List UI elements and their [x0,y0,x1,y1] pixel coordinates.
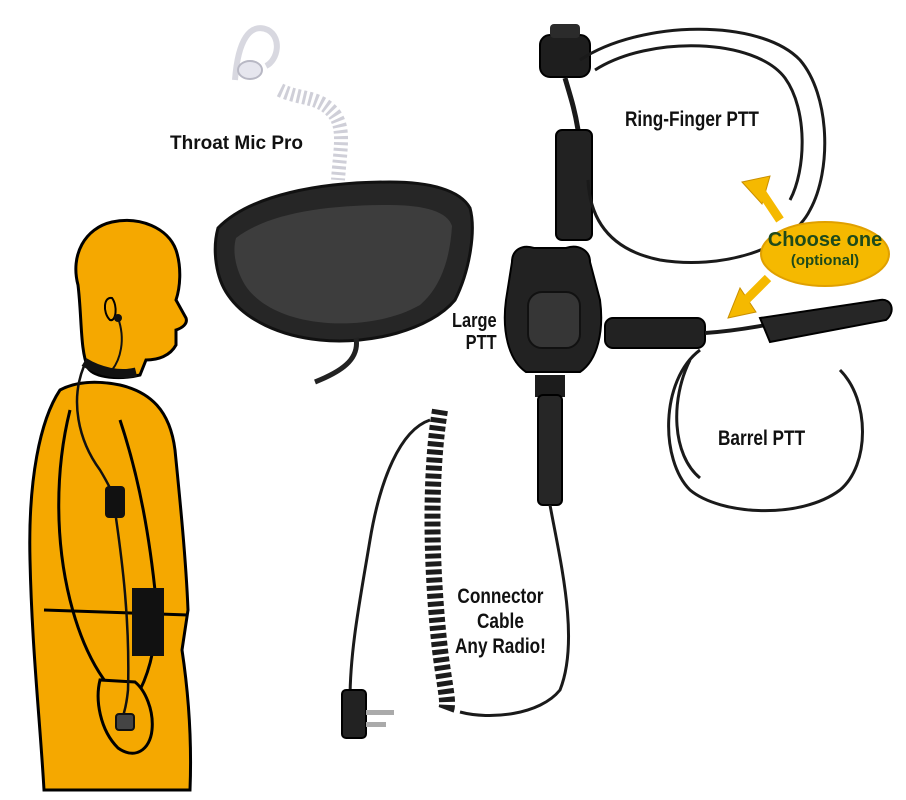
radio-icon [132,588,164,656]
throat-mic-label: Throat Mic Pro [170,133,304,154]
large-ptt-icon [503,245,603,506]
barrel-ptt-icon [604,298,893,513]
large-ptt-label: Large PTT [452,310,497,354]
choose-one-text: Choose one [767,229,883,251]
ring-finger-ptt-icon [539,24,827,264]
ring-finger-ptt-label: Ring-Finger PTT [625,108,759,131]
choose-badge-shape [760,221,890,287]
choose-one-badge: Choose one (optional) [766,228,884,270]
optional-text: (optional) [790,252,860,269]
double-headed-arrow-icon [727,175,784,319]
person-figure-icon [28,218,193,792]
throat-mic-icon [213,25,474,385]
barrel-ptt-label: Barrel PTT [718,427,806,450]
connector-cable-icon [341,408,571,739]
connector-cable-label: Connector Cable Any Radio! [455,585,546,658]
